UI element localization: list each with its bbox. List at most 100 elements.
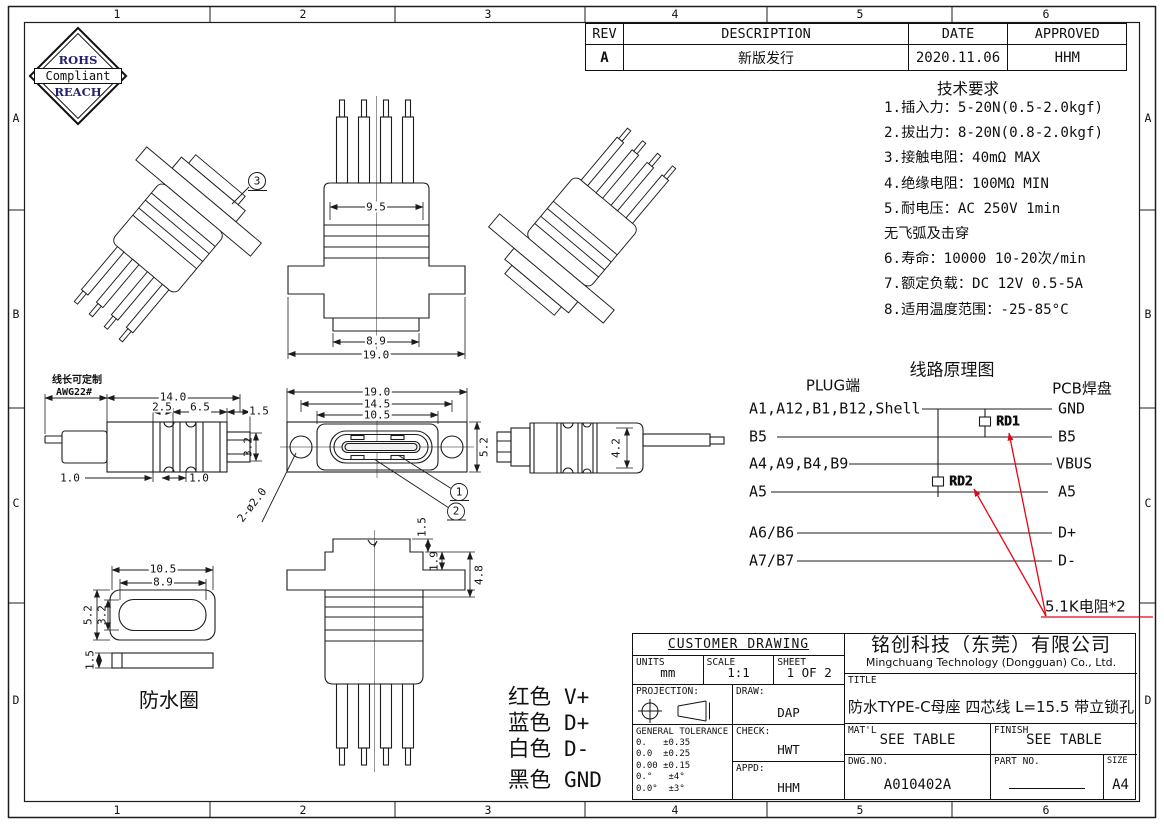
grid-col-label: 4	[671, 803, 679, 817]
schematic-left-label: A1,A12,B1,B12,Shell	[748, 399, 922, 418]
tolerance-line: 0. ±0.35	[636, 737, 691, 748]
units-label: UNITS	[636, 656, 665, 668]
schematic-resistor1-label: RD1	[995, 414, 1021, 430]
tolerance-line: 0.0 ±0.25	[636, 749, 691, 760]
appd-value: HHM	[777, 780, 800, 796]
dim-top-tab: 8.9	[365, 334, 387, 348]
dim-top-full: 19.0	[361, 348, 391, 362]
wire-legend-row: 红色 V+	[508, 680, 589, 711]
finish-label: FINISH	[994, 725, 1029, 736]
dim-ring-h-in: 3.2	[95, 605, 109, 625]
tolerance-line: 0.° ±4°	[636, 772, 685, 783]
tech-line: 8.适用温度范围：-25-85°C	[884, 301, 1069, 318]
draw-value: DAP	[777, 704, 800, 720]
grid-row-label: B	[1144, 307, 1152, 321]
dim-front-housing: 10.5	[362, 408, 392, 422]
dim-front-full: 19.0	[362, 385, 392, 399]
customer-drawing-header: CUSTOMER DRAWING	[633, 634, 844, 656]
grid-col-label: 2	[299, 803, 307, 817]
rev-date-value: 2020.11.06	[909, 45, 1008, 70]
tech-line: 1.插入力：5-20N(0.5-2.0kgf)	[884, 100, 1104, 116]
schematic-left-label: B5	[748, 427, 769, 446]
material-label: MAT'L	[848, 725, 877, 736]
tech-requirements-title: 技术要求	[936, 80, 1000, 98]
tolerance-line: 0.00 ±0.15	[636, 760, 691, 771]
tolerance-label: GENERAL TOLERANCE	[636, 726, 729, 737]
dim-bottom-t1: 1.5	[415, 517, 429, 537]
revision-table: REV DESCRIPTION DATE APPROVED A 新版发行 202…	[585, 23, 1127, 71]
grid-col-label: 6	[1042, 7, 1050, 21]
schematic-resistor-note: 5.1K电阻*2	[1045, 597, 1126, 616]
grid-col-label: 4	[671, 7, 679, 21]
schematic-pcb-header: PCB焊盘	[1052, 379, 1112, 398]
grid-col-label: 3	[484, 803, 492, 817]
grid-row-label: C	[1144, 496, 1152, 510]
dim-cable-g2: 1.0	[188, 471, 210, 485]
schematic-plug-header: PLUG端	[805, 376, 861, 395]
dim-cable-h: 3.2	[241, 437, 255, 457]
rev-header-rev: REV	[586, 24, 624, 45]
title-block: CUSTOMER DRAWING UNITS mm SCALE 1:1 SHEE…	[632, 633, 1137, 800]
grid-row-label: D	[12, 693, 20, 707]
grid-row-label: B	[12, 307, 20, 321]
dim-top-inner: 9.5	[365, 200, 387, 214]
dim-bottom-t3: 4.8	[472, 565, 486, 585]
schematic-left-label: A6/B6	[748, 523, 796, 542]
projection-label: PROJECTION:	[636, 686, 699, 698]
tech-line: 6.寿命：10000 10-20次/min	[884, 251, 1086, 268]
tech-line: 4.绝缘电阻：100MΩ MIN	[884, 175, 1049, 192]
dim-cable-len: 14.0	[158, 390, 188, 404]
dim-side-h: 4.2	[609, 438, 623, 458]
finish-value: SEE TABLE	[1026, 732, 1102, 748]
sheet-value: 1 OF 2	[786, 665, 832, 681]
title-label: TITLE	[848, 675, 877, 686]
cable-length-note: 线长可定制	[52, 375, 102, 386]
dim-ring-t: 1.5	[83, 650, 97, 670]
schematic-title: 线路原理图	[909, 360, 995, 381]
rev-header-approved: APPROVED	[1008, 24, 1127, 45]
schematic-left-label: A4,A9,B4,B9	[748, 454, 850, 473]
dim-bottom-t2: 1.9	[427, 551, 441, 571]
schematic-left-label: A7/B7	[748, 551, 796, 570]
check-value: HWT	[777, 742, 800, 758]
schematic-left-label: A5	[748, 482, 769, 501]
balloon-2: 2	[452, 504, 460, 518]
grid-col-label: 6	[1042, 803, 1050, 817]
tech-line: 无飞弧及击穿	[884, 225, 970, 242]
cable-awg-note: AWG22#	[55, 387, 93, 398]
schematic-right-label: D+	[1057, 523, 1078, 542]
schematic-right-label: D-	[1057, 551, 1078, 570]
rev-header-description: DESCRIPTION	[624, 24, 909, 45]
seal-ring-label: 防水圈	[139, 688, 199, 712]
wire-signal: GND	[564, 768, 602, 792]
projection-symbol-icon	[638, 699, 710, 724]
badge-compliant-text: Compliant	[34, 68, 122, 84]
schematic-right-label: GND	[1057, 399, 1087, 418]
schematic-right-label: VBUS	[1055, 454, 1094, 473]
dim-front-holes: 14.5	[362, 397, 392, 411]
balloon-1: 1	[455, 485, 463, 499]
wire-color-name: 白色	[508, 737, 552, 762]
grid-col-label: 5	[856, 7, 864, 21]
part-no-label: PART NO.	[994, 756, 1040, 767]
tech-line: 3.接触电阻：40mΩ MAX	[884, 150, 1041, 167]
schematic-right-label: A5	[1057, 482, 1078, 501]
company-name-cn: 铭创科技（东莞）有限公司	[870, 634, 1111, 656]
wire-signal: D+	[564, 711, 590, 735]
dim-ring-h-out: 5.2	[81, 605, 95, 625]
scale-label: SCALE	[706, 656, 736, 668]
tech-requirements-list: 1.插入力：5-20N(0.5-2.0kgf) 2.拔出力：8-20N(0.8-…	[884, 96, 1140, 323]
material-value: SEE TABLE	[879, 732, 956, 748]
dim-cable-s3: 1.5	[248, 404, 270, 418]
grid-row-label: D	[1144, 693, 1152, 707]
draw-label: DRAW:	[736, 686, 765, 698]
tech-line: 7.额定负载：DC 12V 0.5-5A	[884, 276, 1084, 293]
sheet-label: SHEET	[777, 656, 806, 668]
units-value: mm	[660, 665, 676, 681]
dim-ring-w-out: 10.5	[148, 562, 178, 576]
rev-approved-value: HHM	[1054, 49, 1080, 66]
wire-legend-row: 黑色 GND	[508, 763, 602, 794]
scale-value: 1:1	[727, 665, 750, 681]
grid-row-label: A	[12, 111, 20, 125]
dim-front-h: 5.2	[477, 437, 491, 457]
